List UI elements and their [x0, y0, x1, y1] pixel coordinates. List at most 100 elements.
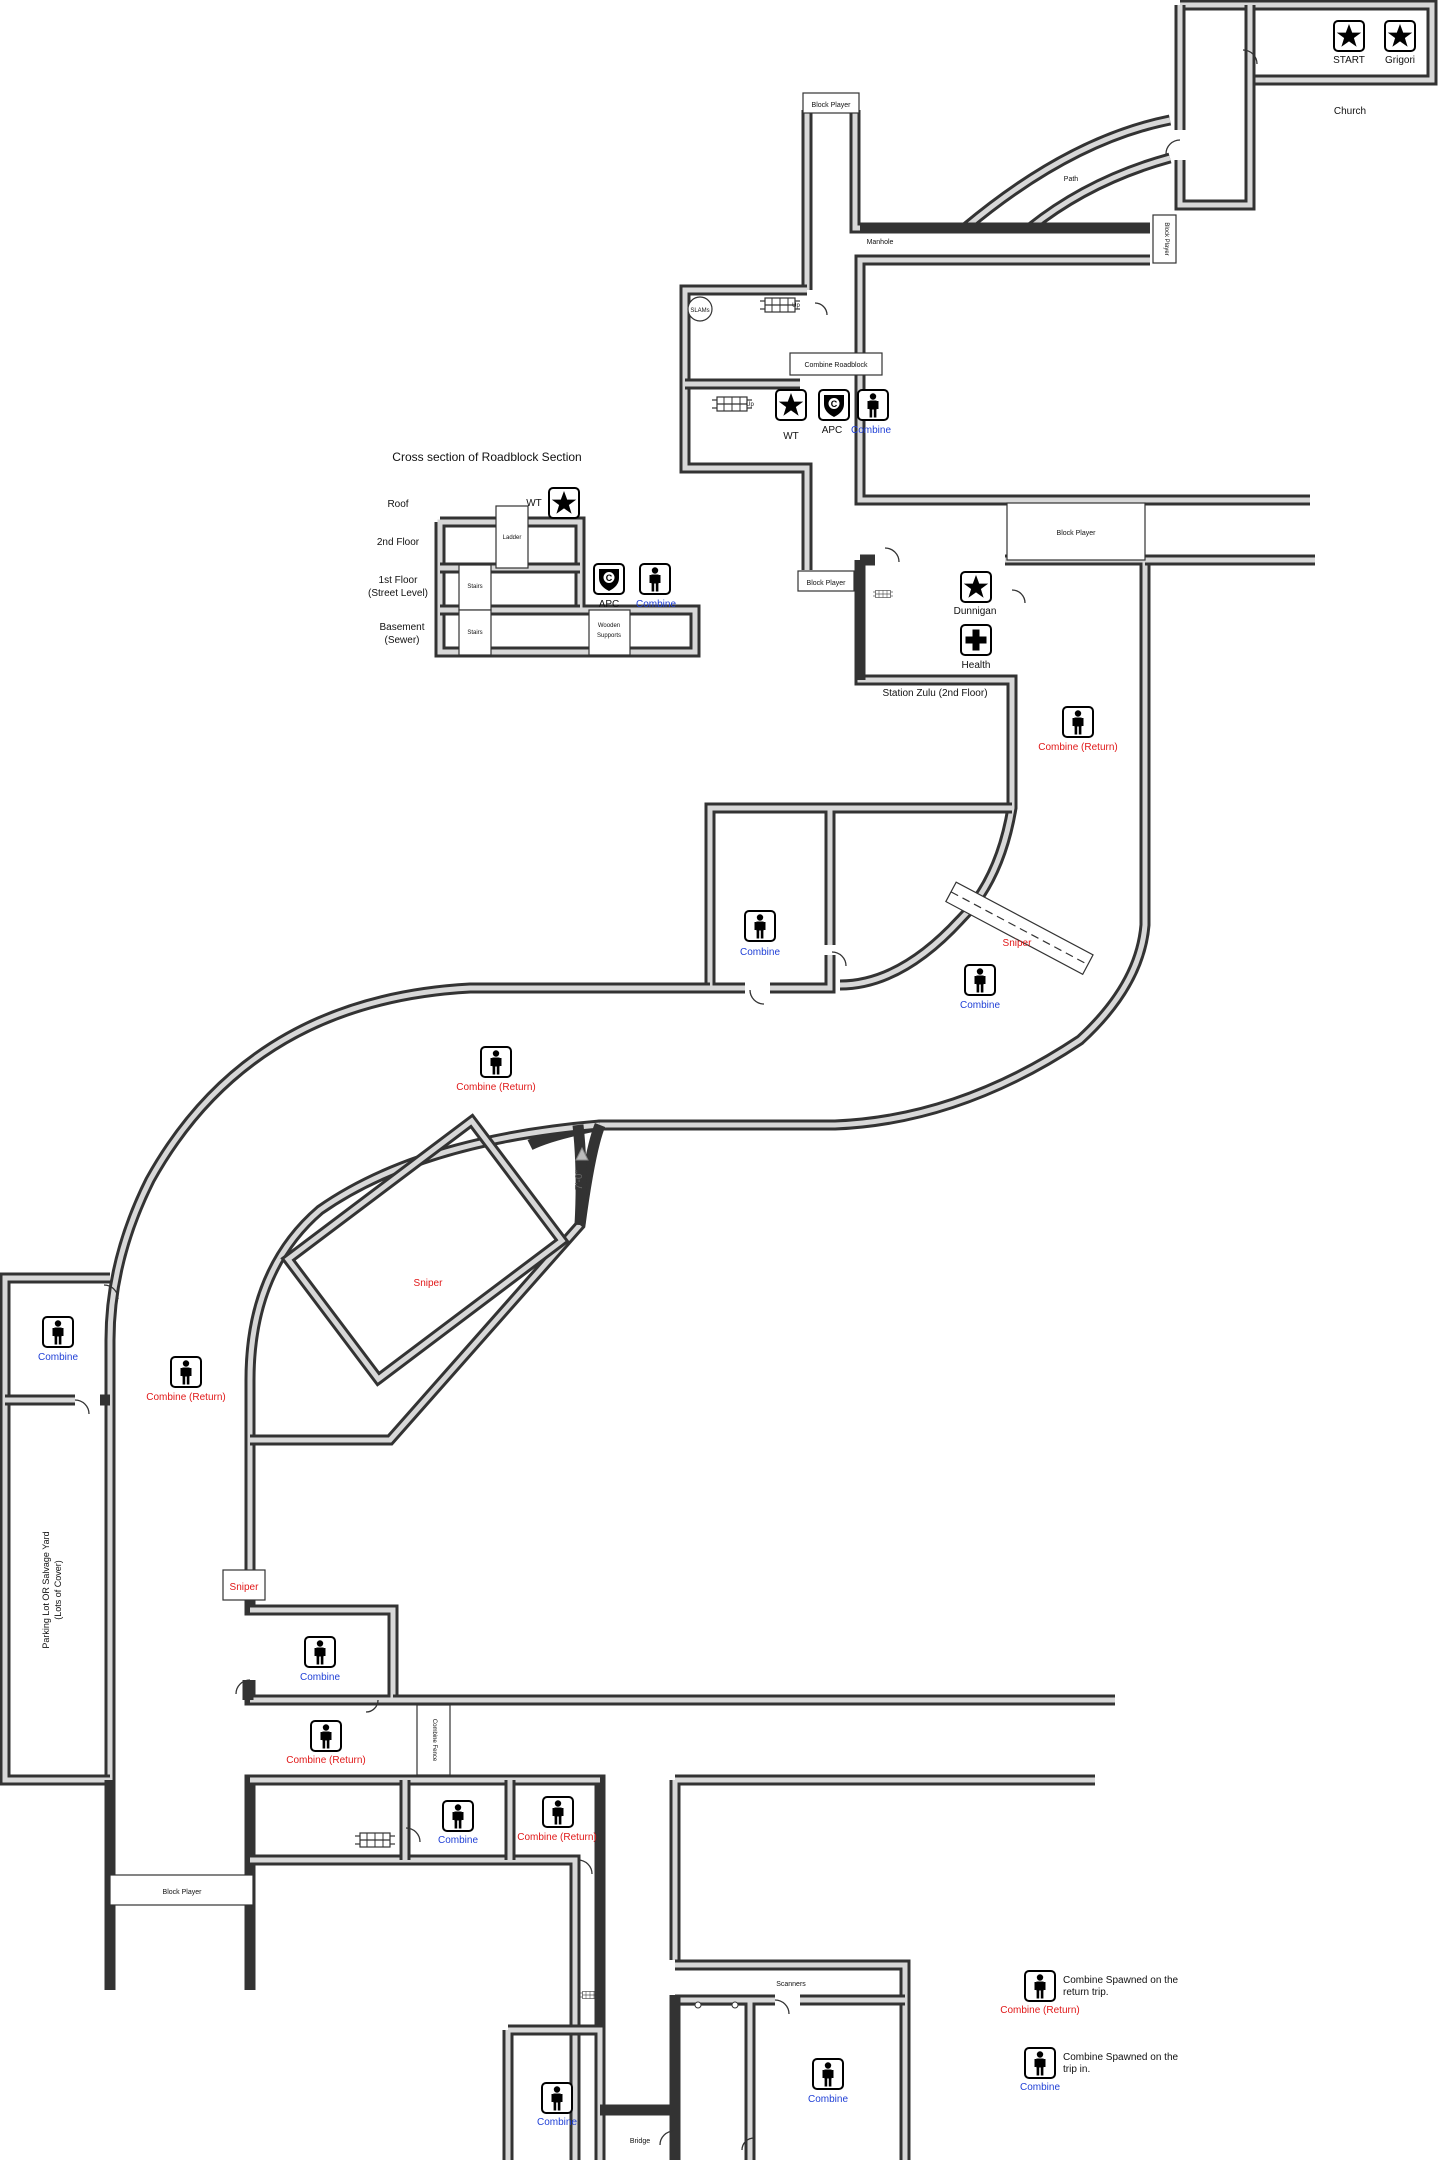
station-zulu-label: Station Zulu (2nd Floor) — [882, 688, 987, 699]
combine-label: Combine — [38, 1352, 78, 1363]
scanners-label: Scanners — [776, 1981, 806, 1988]
wooden-supports: Wooden Supports — [588, 609, 631, 656]
height-marker: 7'-0" — [574, 1146, 589, 1190]
legend: Combine Spawned on the return trip. Comb… — [1000, 1975, 1178, 2093]
dunnigan-star-icon — [960, 571, 992, 603]
walls-church — [1174, 0, 1438, 211]
combine-return-label: Combine (Return) — [286, 1755, 365, 1766]
dunnigan-label: Dunnigan — [954, 606, 997, 617]
slam-icon — [873, 589, 893, 599]
legend-in-text-2: trip in. — [1063, 2064, 1090, 2075]
legend-return-label: Combine (Return) — [1000, 2005, 1079, 2016]
cross-section-title: Cross section of Roadblock Section — [392, 450, 581, 464]
combine-return-label: Combine (Return) — [1038, 742, 1117, 753]
level-basement: Basement — [379, 622, 424, 633]
start-star-icon — [1333, 20, 1365, 52]
combine-return-label: Combine (Return) — [146, 1392, 225, 1403]
soldier-icon — [480, 1046, 512, 1078]
legend-return-text: Combine Spawned on the — [1063, 1975, 1179, 1986]
stairs-upper: Stairs — [458, 564, 492, 611]
cs-soldier-icon — [639, 563, 671, 595]
level-1st-sub: (Street Level) — [368, 588, 428, 599]
svg-text:7'-0": 7'-0" — [574, 1170, 585, 1190]
combine-return-label: Combine (Return) — [456, 1082, 535, 1093]
legend-return-soldier-icon — [1024, 1970, 1056, 2002]
combine-label: Combine — [300, 1672, 340, 1683]
door-icon — [74, 49, 1258, 2151]
soldier-icon — [812, 2058, 844, 2090]
cs-apc-shield-icon — [593, 563, 625, 595]
level-1st: 1st Floor — [379, 575, 419, 586]
svg-text:Combine Fence: Combine Fence — [431, 1719, 437, 1762]
combine-label: Combine — [808, 2094, 848, 2105]
bridge-label: Bridge — [630, 2138, 650, 2145]
combine-fence: Combine Fence — [416, 1704, 451, 1776]
parking-label: Parking Lot OR Salvage Yard — [41, 1531, 51, 1648]
block-player-right: Block Player — [1006, 502, 1146, 561]
block-player-mid: Block Player — [797, 570, 855, 592]
health-label: Health — [962, 660, 991, 671]
up-label-2: Up — [746, 402, 754, 408]
slam-icon — [355, 1832, 395, 1848]
walls-sniper-building — [280, 1113, 570, 1387]
svg-text:Block Player: Block Player — [1057, 530, 1097, 537]
sniper-box — [222, 1569, 266, 1601]
soldier-icon — [310, 1720, 342, 1752]
svg-text:Block Player: Block Player — [1163, 222, 1169, 255]
soldier-icon — [541, 2082, 573, 2114]
walls-slam-room — [679, 284, 813, 570]
sniper-label: Sniper — [1003, 938, 1033, 949]
combine-label: Combine — [960, 1000, 1000, 1011]
svg-text:Stairs: Stairs — [467, 630, 482, 636]
apc-shield-icon — [818, 389, 850, 421]
soldier-icon — [744, 910, 776, 942]
combine-label: Combine — [851, 425, 891, 436]
combine-label: Combine — [438, 1835, 478, 1846]
svg-text:Block Player: Block Player — [807, 580, 847, 587]
soldier-icon — [42, 1316, 74, 1348]
block-player-top: Block Player — [802, 92, 860, 114]
parking-sub-label: (Lots of Cover) — [53, 1560, 63, 1620]
wt-label: WT — [783, 431, 799, 442]
cs-apc-label: APC — [599, 599, 620, 610]
svg-text:SLAMs: SLAMs — [690, 308, 709, 314]
legend-return-text-2: return trip. — [1063, 1987, 1109, 1998]
path-label: Path — [1064, 176, 1079, 183]
soldier-icon — [542, 1796, 574, 1828]
combine-roadblock: Combine Roadblock — [789, 352, 883, 376]
soldier-icon — [170, 1356, 202, 1388]
walls-parking — [0, 1272, 116, 1990]
church-label: Church — [1334, 106, 1366, 117]
soldier-icon — [1062, 706, 1094, 738]
combine-label: Combine — [537, 2117, 577, 2128]
svg-text:Wooden: Wooden — [598, 623, 620, 629]
slams-circle: SLAMs — [687, 296, 713, 322]
combine-label: Combine — [740, 947, 780, 958]
svg-text:Ladder: Ladder — [503, 535, 522, 541]
start-label: START — [1333, 55, 1365, 66]
soldier-icon — [442, 1800, 474, 1832]
svg-text:Supports: Supports — [597, 633, 621, 639]
soldier-icon — [304, 1636, 336, 1668]
svg-text:Combine Roadblock: Combine Roadblock — [804, 362, 868, 369]
svg-text:Stairs: Stairs — [467, 584, 482, 590]
combine-return-label: Combine (Return) — [517, 1832, 596, 1843]
walls-path — [801, 110, 1310, 506]
block-player-vertical: Block Player — [1152, 214, 1177, 264]
cs-wt-label: WT — [526, 498, 542, 509]
apc-label: APC — [822, 425, 843, 436]
svg-text:Block Player: Block Player — [812, 102, 852, 109]
cs-combine-label: Combine — [636, 599, 676, 610]
sniper-label: Sniper — [414, 1278, 444, 1289]
grigori-label: Grigori — [1385, 55, 1415, 66]
grigori-star-icon — [1384, 20, 1416, 52]
sniper-barrier — [945, 881, 1094, 976]
svg-text:Block Player: Block Player — [163, 1889, 203, 1896]
stairs-lower: Stairs — [458, 609, 492, 656]
wt-star-icon — [775, 389, 807, 421]
level-2nd: 2nd Floor — [377, 537, 420, 548]
legend-in-text: Combine Spawned on the — [1063, 2052, 1179, 2063]
legend-in-label: Combine — [1020, 2082, 1060, 2093]
health-cross-icon — [960, 624, 992, 656]
